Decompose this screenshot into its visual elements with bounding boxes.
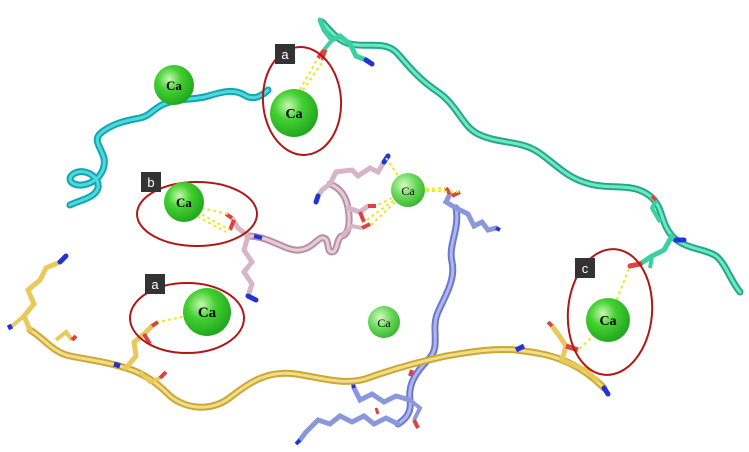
calcium-atom: Ca — [270, 89, 318, 137]
calcium-atom: Ca — [368, 306, 400, 338]
yellow-protein-chain — [6, 253, 611, 411]
calcium-label: Ca — [198, 305, 217, 321]
pink-protein-chain — [224, 153, 391, 303]
calcium-atom: Ca — [154, 65, 194, 105]
calcium-label: Ca — [166, 78, 182, 93]
calcium-atom: Ca — [586, 298, 630, 342]
calcium-atom: Ca — [391, 173, 425, 207]
site-badge: b — [141, 172, 161, 192]
site-b-ellipse — [136, 181, 258, 247]
badge-label: b — [147, 175, 154, 190]
teal-protein-chain — [316, 17, 744, 296]
binding-site-highlights — [129, 46, 654, 376]
blue-protein-chain — [294, 186, 501, 446]
calcium-label: Ca — [377, 316, 391, 330]
cyan-protein-chain — [66, 86, 272, 209]
badge-label: a — [151, 277, 159, 292]
badge-label: c — [582, 261, 589, 276]
site-badge: a — [145, 274, 165, 294]
calcium-atoms: Ca Ca Ca Ca Ca Ca Ca — [154, 65, 630, 342]
badge-label: a — [281, 47, 289, 62]
calcium-atom: Ca — [183, 288, 231, 336]
site-a-top-ellipse — [261, 46, 343, 156]
calcium-label: Ca — [285, 107, 302, 122]
site-badge: c — [575, 258, 595, 278]
site-a-bottom-ellipse — [129, 282, 245, 354]
site-c-ellipse — [566, 248, 654, 376]
calcium-label: Ca — [599, 314, 616, 329]
calcium-label: Ca — [176, 195, 192, 210]
site-badge: a — [275, 44, 295, 64]
site-badges: a b a c — [141, 44, 595, 294]
calcium-atom: Ca — [164, 182, 204, 222]
calcium-label: Ca — [401, 184, 415, 198]
